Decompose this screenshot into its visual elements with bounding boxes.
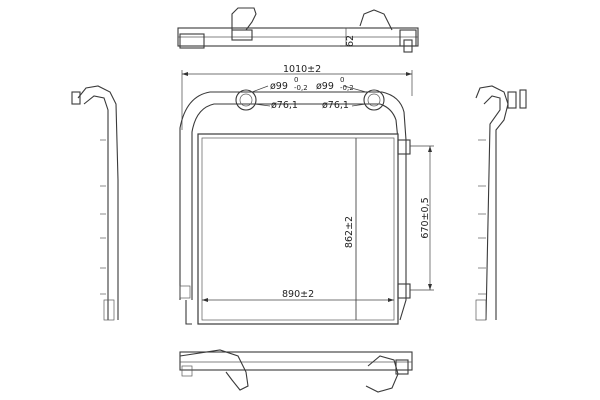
core-width-label: 890±2 (282, 289, 314, 300)
inlet-left-inner-label: ø76,1 (271, 100, 298, 111)
depth-label: 62 (345, 35, 356, 47)
radiator-core (197, 133, 399, 325)
inlet-right-inner-label: ø76,1 (322, 100, 349, 111)
overall-width-label: 1010±2 (283, 64, 321, 75)
core-height-label: 862±2 (344, 216, 355, 248)
inlet-left-outer-label: ø99 (270, 81, 288, 92)
inlet-right-tol-top: 0 (340, 76, 344, 84)
mount-height-label: 670±0,5 (420, 197, 431, 238)
inlet-right-outer-label: ø99 (316, 81, 334, 92)
inlet-left-tol-bot: -0,2 (294, 84, 308, 92)
inlet-left-tol-top: 0 (294, 76, 298, 84)
inlet-right-tol-bot: -0,2 (340, 84, 354, 92)
front-view: 1010±2 ø99 0 -0,2 ø76,1 ø99 0 -0,2 ø76,1 (179, 64, 434, 325)
top-view: 62 (177, 7, 419, 53)
right-side-view (475, 85, 527, 321)
bottom-view (179, 349, 413, 393)
left-side-view (71, 85, 119, 321)
